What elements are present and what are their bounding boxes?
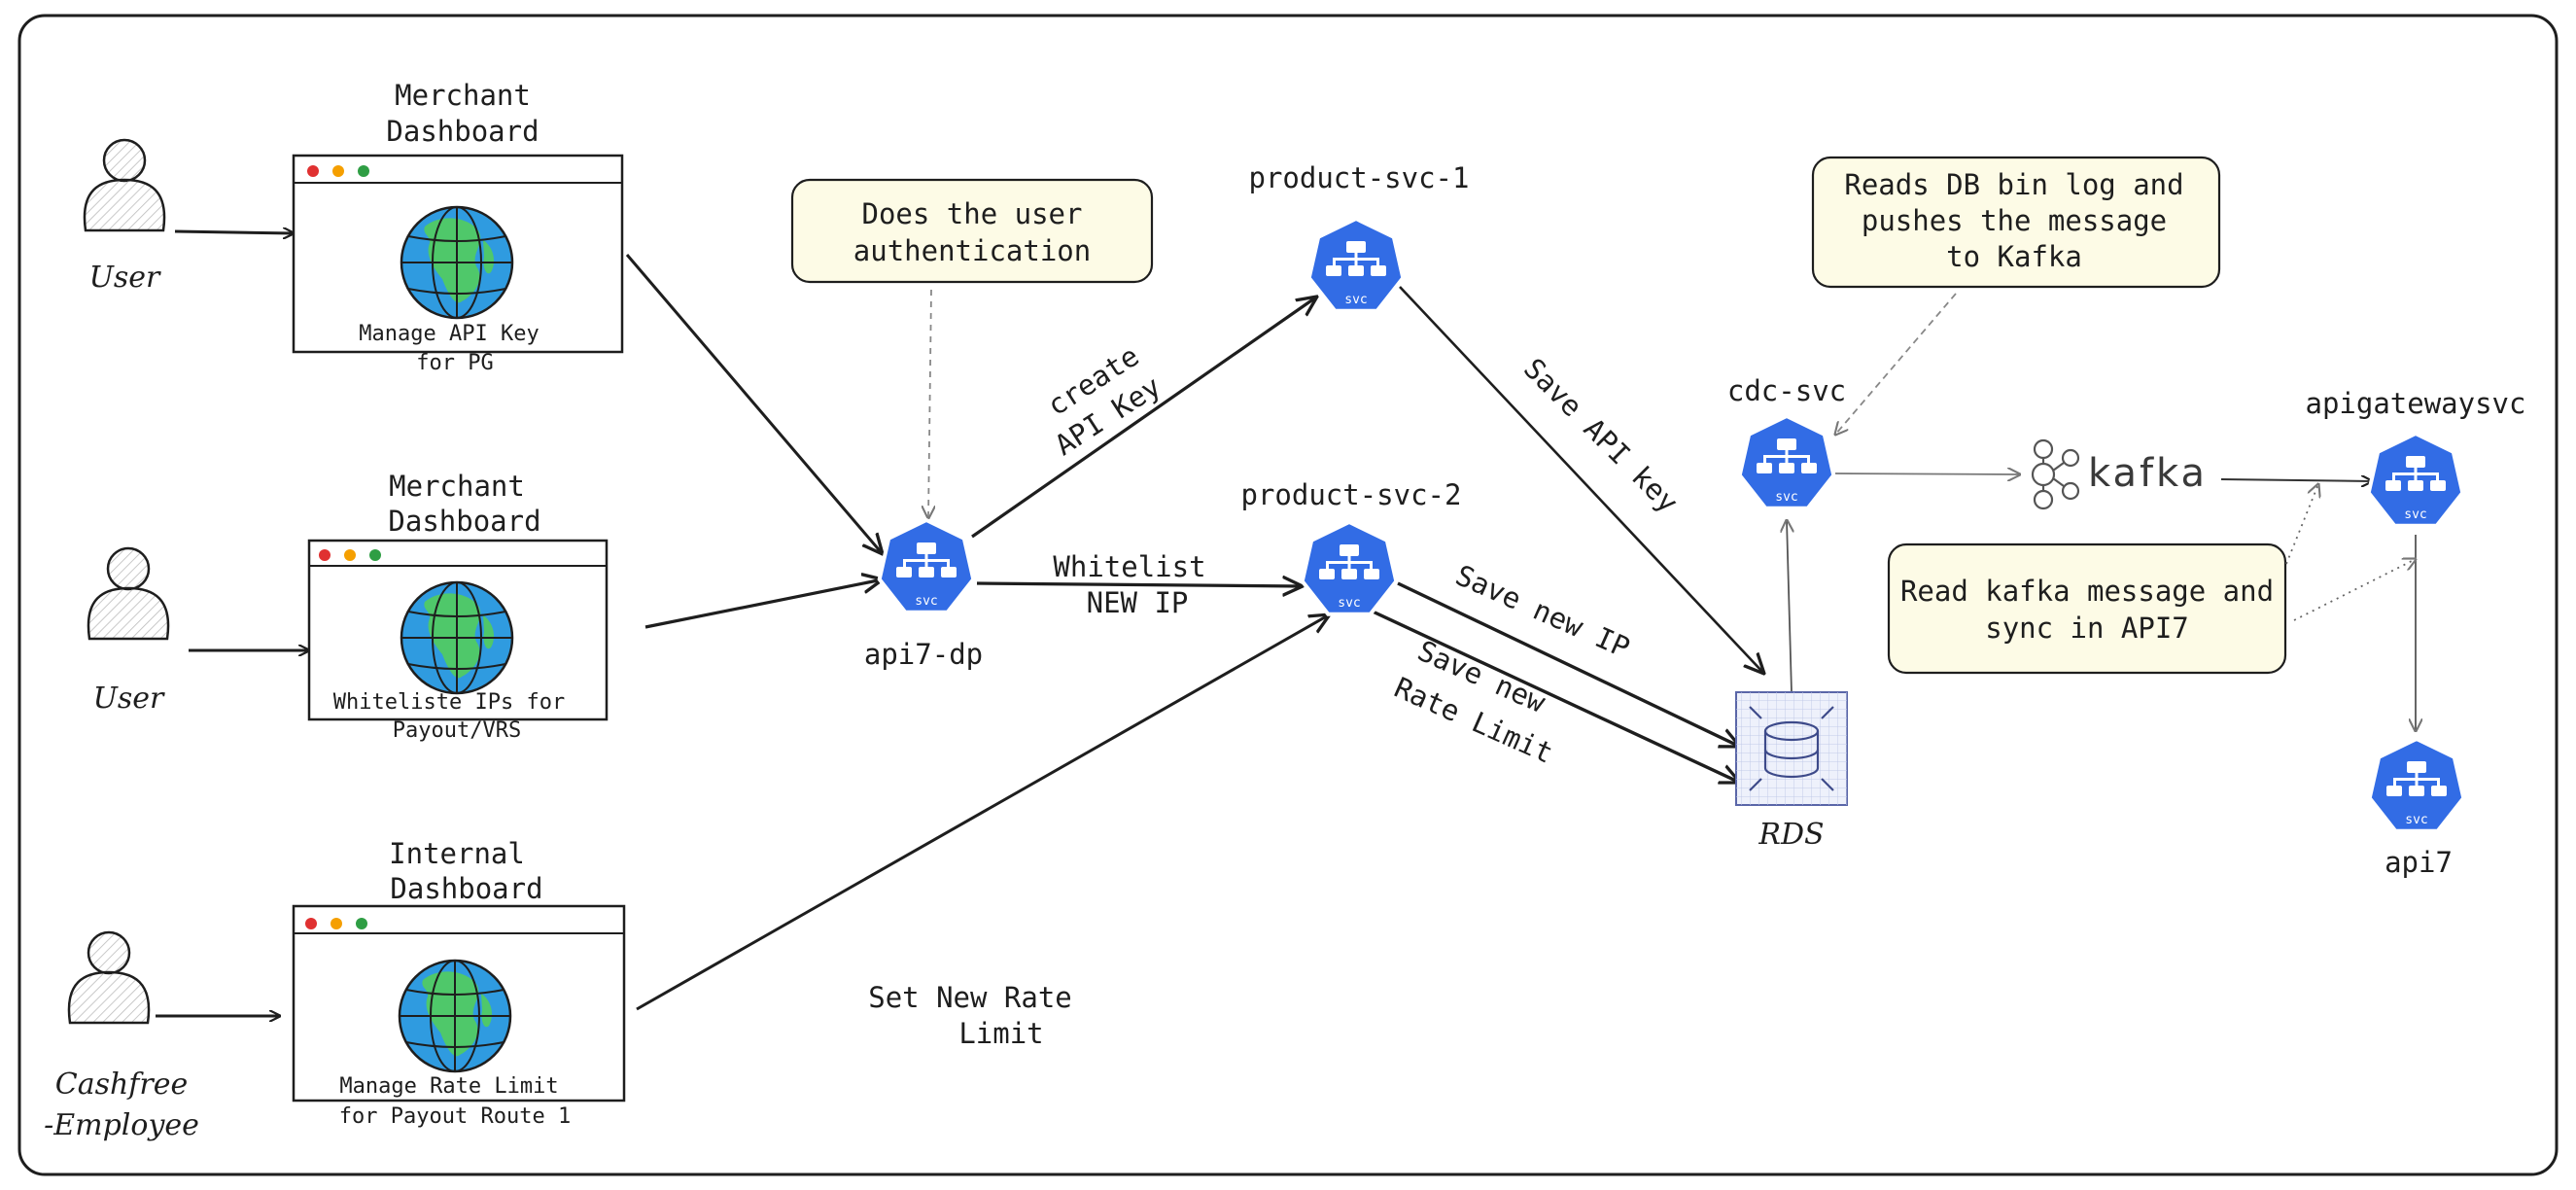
- employee-label-line2: -Employee: [44, 1108, 199, 1142]
- window-minimize-dot: [332, 165, 344, 177]
- note-auth-line1: Does the user: [862, 197, 1083, 230]
- connectors: [156, 231, 2416, 1016]
- service-apigatewaysvc: svc apigatewaysvc: [2306, 387, 2526, 528]
- service-api7-dp: svc api7-dp: [864, 518, 983, 671]
- edge-kafka-apigateway: [2220, 479, 2372, 481]
- edge-product-svc-2-rds-ip: [1397, 581, 1740, 747]
- edge-product-svc-1-rds: [1399, 286, 1764, 674]
- svg-text:svc: svc: [1338, 596, 1360, 611]
- database-icon: [1749, 706, 1834, 791]
- note-cdc-line3: to Kafka: [1946, 240, 2082, 273]
- service-product-svc-1: svc product-svc-1: [1249, 161, 1470, 313]
- svg-text:svc: svc: [2404, 508, 2426, 522]
- note-cdc-binlog: Reads DB bin log and pushes the message …: [1811, 156, 2221, 289]
- globe-icon: [400, 205, 514, 320]
- dashboard-1-caption-line2: for PG: [416, 351, 493, 375]
- edge-label-set-rate-line1: Set New Rate: [868, 981, 1072, 1014]
- note-sync-line2: sync in API7: [1985, 612, 2189, 645]
- edge-label-whitelist-line1: Whitelist: [1053, 550, 1205, 583]
- dashboard-1-title-line2: Dashboard: [386, 115, 539, 148]
- service-api7: svc api7: [2367, 737, 2466, 879]
- note-sync-line1: Read kafka message and: [1900, 575, 2274, 608]
- internal-dashboard-rate-limit: Internal Dashboard Manage Rate Limit for…: [292, 837, 626, 1129]
- kafka-label: kafka: [2088, 451, 2208, 496]
- svg-text:svc: svc: [1344, 293, 1367, 307]
- dashboard-3-caption-line1: Manage Rate Limit: [339, 1074, 558, 1099]
- edge-dashboard3-product-svc-2: [636, 614, 1330, 1011]
- edge-note-cdc-pointer: [1835, 293, 1957, 435]
- user-1-label: User: [89, 261, 161, 295]
- product-svc-2-label: product-svc-2: [1241, 478, 1462, 511]
- window-close-dot: [305, 918, 317, 929]
- window-close-dot: [307, 165, 319, 177]
- edge-dashboard1-api7dp: [625, 254, 883, 554]
- kafka-broker: kafka: [2031, 438, 2208, 510]
- dashboard-1-caption-line1: Manage API Key: [359, 322, 539, 346]
- note-auth-line2: authentication: [853, 234, 1091, 267]
- edge-rds-cdc: [1787, 520, 1792, 693]
- edge-api7dp-product-svc-2: [976, 583, 1303, 586]
- dashboard-3-title-line2: Dashboard: [390, 872, 542, 905]
- actor-cashfree-employee: Cashfree -Employee: [44, 930, 199, 1142]
- user-2-label: User: [93, 682, 165, 716]
- edge-note-sync-pointer-1: [2285, 484, 2318, 565]
- window-maximize-dot: [356, 918, 367, 929]
- edge-user1-dashboard1: [174, 231, 294, 233]
- svg-text:svc: svc: [2405, 813, 2427, 827]
- edge-label-whitelist-line2: NEW IP: [1087, 586, 1189, 619]
- edge-note-auth-pointer: [928, 289, 931, 518]
- globe-icon: [398, 959, 512, 1073]
- edge-product-svc-2-rds-rate: [1370, 609, 1740, 783]
- service-cdc-svc: svc cdc-svc: [1727, 374, 1846, 510]
- dashboard-2-title-line2: Dashboard: [388, 505, 540, 538]
- rds-label: RDS: [1758, 818, 1824, 852]
- cdc-svc-label: cdc-svc: [1727, 374, 1846, 407]
- kafka-logo-icon: [2031, 438, 2080, 510]
- api7-label: api7: [2385, 846, 2453, 879]
- apigatewaysvc-label: apigatewaysvc: [2306, 387, 2526, 420]
- svg-text:svc: svc: [915, 594, 937, 609]
- edge-cdc-kafka: [1834, 473, 2020, 474]
- dashboard-1-title-line1: Merchant: [395, 79, 531, 112]
- dashboard-3-caption-line2: for Payout Route 1: [339, 1104, 571, 1129]
- api7-dp-label: api7-dp: [864, 638, 983, 671]
- service-product-svc-2: svc product-svc-2: [1241, 478, 1462, 616]
- merchant-dashboard-api-key: Merchant Dashboard Manage API Key for PG: [292, 79, 624, 375]
- svg-text:svc: svc: [1775, 490, 1797, 505]
- window-close-dot: [319, 549, 331, 561]
- window-minimize-dot: [331, 918, 342, 929]
- dashboard-2-caption-line2: Payout/VRS: [393, 718, 521, 743]
- dashboard-2-caption-line1: Whiteliste IPs for: [333, 690, 565, 715]
- window-maximize-dot: [369, 549, 381, 561]
- dashboard-3-title-line1: Internal: [389, 837, 525, 870]
- edge-label-set-rate-line2: Limit: [958, 1017, 1043, 1050]
- employee-label-line1: Cashfree: [55, 1068, 189, 1102]
- window-maximize-dot: [358, 165, 369, 177]
- note-cdc-line2: pushes the message: [1862, 204, 2167, 237]
- window-minimize-dot: [344, 549, 356, 561]
- note-user-authentication: Does the user authentication: [790, 178, 1154, 284]
- actor-user-2: User: [87, 546, 170, 716]
- dashboard-2-title-line1: Merchant: [389, 470, 525, 503]
- edge-api7dp-product-svc-1: [971, 297, 1317, 539]
- globe-icon: [400, 580, 514, 695]
- note-kafka-sync: Read kafka message and sync in API7: [1887, 542, 2287, 675]
- edge-dashboard2-api7dp: [644, 579, 883, 629]
- actor-user-1: User: [83, 138, 166, 295]
- database-rds: RDS: [1735, 691, 1848, 852]
- note-cdc-line1: Reads DB bin log and: [1844, 168, 2183, 201]
- merchant-dashboard-whitelist-ip: Merchant Dashboard Whiteliste IPs for Pa…: [307, 470, 609, 743]
- product-svc-1-label: product-svc-1: [1249, 161, 1470, 194]
